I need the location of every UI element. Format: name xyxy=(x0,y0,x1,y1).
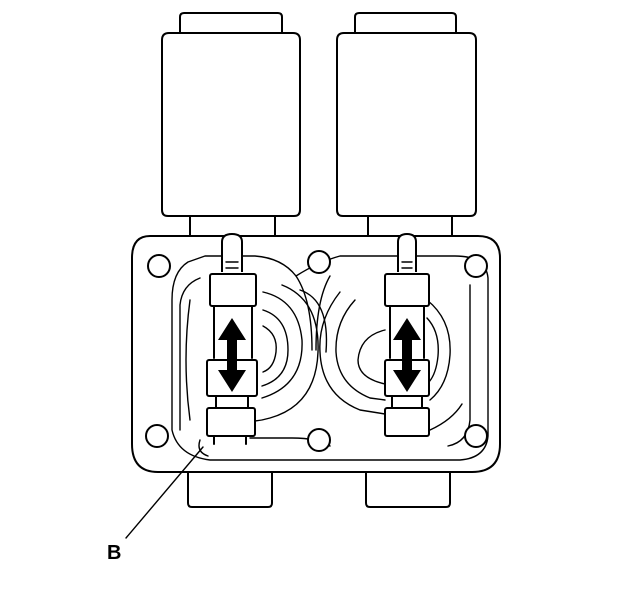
bolt-hole-top-left xyxy=(147,254,171,278)
left-movement-arrow xyxy=(218,318,246,392)
callout-b-label: B xyxy=(107,542,121,564)
callout-b: B xyxy=(107,446,204,564)
right-solenoid xyxy=(336,12,477,237)
right-movement-arrow xyxy=(393,318,421,392)
lower-ports xyxy=(187,470,451,508)
bolt-hole-bottom-center xyxy=(307,428,331,452)
bolt-hole-bottom-right xyxy=(464,424,488,448)
bolt-hole-bottom-left xyxy=(145,424,169,448)
left-solenoid xyxy=(161,12,301,237)
callout-b-leader-line xyxy=(125,446,204,539)
bolt-hole-top-right xyxy=(464,254,488,278)
bolt-holes xyxy=(145,250,488,452)
bolt-hole-top-center xyxy=(307,250,331,274)
right-valve-spool xyxy=(384,233,430,437)
